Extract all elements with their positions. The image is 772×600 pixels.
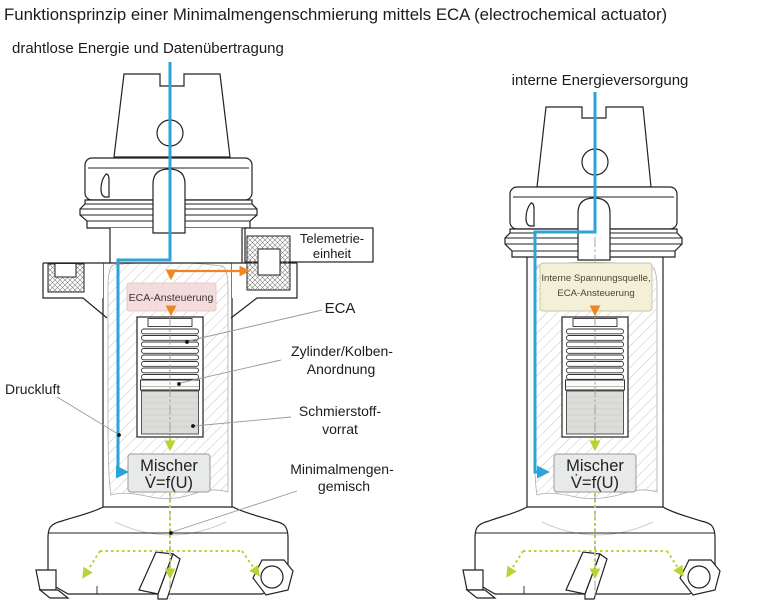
right-tool-holder [462,92,721,600]
left-corner-insert-2 [38,589,70,599]
right-lubricant-lines [506,438,684,580]
right-corner-insert-2 [465,589,497,599]
right-caption: interne Energieversorgung [512,72,689,89]
annotation-minimalmengen-line2: gemisch [318,478,370,494]
leader-lines [56,309,323,533]
annotation-schmierstoff-line2: vorrat [322,421,358,437]
left-corner-insert [35,569,57,591]
right-body-outline [526,257,664,507]
left-tool-holder [35,62,374,600]
annotation-druckluft: Druckluft [5,381,60,397]
left-taper-shank [113,73,231,158]
right-clamp-screw-hole [687,565,711,589]
left-neck-edges [109,228,243,263]
power-source-label-line1: Interne Spannungsquelle, [541,273,650,284]
left-lubricant-lines [82,438,260,580]
left-energy-line [115,62,172,479]
telemetry-label-line2: einheit [313,246,352,261]
annotation-zylinder-line2: Anordnung [307,361,376,377]
left-caption: drahtlose Energie und Datenübertragung [12,40,284,57]
left-mixer-label-line2: V̇=f(U) [145,474,193,492]
annotation-minimalmengen-line1: Minimalmengen- [290,461,394,477]
telemetry-label-line1: Telemetrie- [300,231,364,246]
right-coil-window [257,248,281,276]
right-corner-insert [462,569,484,591]
annotation-eca: ECA [325,300,356,317]
left-orientation-notch [100,173,110,198]
right-mixer-box [553,453,637,493]
page-title: Funktionsprinzip einer Minimalmengenschm… [4,5,667,24]
right-mixer-label-line1: Mischer [566,457,624,475]
right-coil-block [246,235,291,291]
right-orientation-notch [525,202,535,227]
right-flute-curve [541,521,654,536]
left-coil-notch [54,264,77,278]
eca-control-label: ECA-Ansteuerung [129,292,214,304]
left-body-outline [102,263,233,507]
right-energy-line [533,92,597,479]
left-mixer-label-line1: Mischer [140,457,198,475]
leader-dots [117,340,195,535]
annotation-zylinder-line1: Zylinder/Kolben- [291,343,393,359]
power-source-label-line2: ECA-Ansteuerung [557,288,634,299]
right-power-source-box [539,262,653,312]
left-neck-fill [110,228,242,263]
annotation-schmierstoff-line1: Schmierstoff- [299,403,382,419]
left-clamp-screw-hole [260,565,284,589]
right-mixer-label-line2: V̇=f(U) [571,474,619,492]
